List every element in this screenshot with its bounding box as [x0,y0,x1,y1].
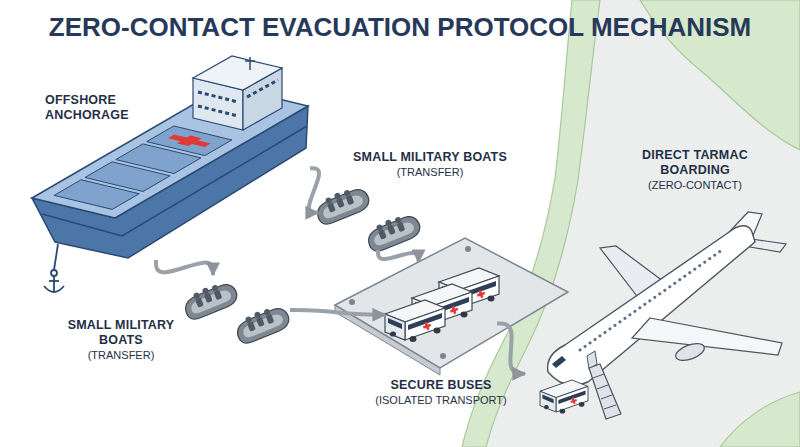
pier [440,353,446,359]
node-subheading: (TRANSFER) [62,349,180,362]
ship [247,80,278,97]
node-label: DIRECT TARMAC BOARDING(ZERO-CONTACT) [625,148,765,192]
transfer-arrow [156,260,213,275]
node-label: SMALL MILITARY BOATS(TRANSFER) [62,318,180,362]
aircraft [674,340,707,363]
pier [335,238,568,375]
aircraft [632,318,782,355]
transfer-arrow [309,168,319,213]
node-label: OFFSHORE ANCHORAGE [45,93,140,123]
anchor [51,270,57,276]
node-heading: SECURE BUSES [373,378,509,393]
transfer-arrow [378,250,419,262]
boats [312,183,372,227]
buses [385,300,445,342]
anchor [44,244,64,292]
aircraft [593,374,604,378]
aircraft-node: DIRECT TARMAC BOARDING(ZERO-CONTACT) [525,205,785,430]
node-heading: OFFSHORE ANCHORAGE [45,93,140,123]
node-subheading: (TRANSFER) [340,166,520,179]
ship [249,57,251,70]
ship [147,126,232,156]
ship [198,92,238,102]
transfer-arrow [290,310,385,315]
node-heading: DIRECT TARMAC BOARDING [625,148,765,178]
aircraft [589,364,621,419]
node-heading: SMALL MILITARY BOATS [62,318,180,348]
anchor [53,276,55,292]
ship [245,60,255,62]
ship [168,135,211,147]
anchor [49,280,59,282]
node-label: SECURE BUSES(ISOLATED TRANSPORT) [373,378,509,407]
transfer-arrow [497,324,525,374]
boat-group: SMALL MILITARY BOATS(TRANSFER) [318,188,418,250]
aircraft [601,395,612,399]
node-heading: SMALL MILITARY BOATS [340,150,520,165]
land [478,0,800,447]
pier [349,299,355,305]
boats [363,210,423,254]
ship [32,56,308,258]
ship [54,126,232,209]
boats [180,278,240,322]
aircraft [540,212,786,419]
aircraft [597,385,608,389]
aircraft [604,405,616,409]
node-label: SMALL MILITARY BOATS(TRANSFER) [340,150,520,179]
anchor [54,244,58,270]
ship [198,106,238,116]
buses [385,268,499,342]
anchor [44,286,64,292]
boat-group: SMALL MILITARY BOATS(TRANSFER) [180,275,290,345]
land [462,0,800,447]
pier [335,238,568,368]
node-subheading: (ZERO-CONTACT) [625,179,765,192]
boats [232,302,292,346]
aircraft [548,226,755,386]
ship-node: OFFSHORE ANCHORAGE [30,56,310,260]
land [720,392,800,447]
aircraft [552,356,566,368]
node-subheading: (ISOLATED TRANSPORT) [373,394,509,407]
aircraft [540,380,588,414]
diagram-title: ZERO-CONTACT EVACUATION PROTOCOL MECHANI… [49,12,751,43]
bus-group: SECURE BUSES(ISOLATED TRANSPORT) [385,262,497,350]
pier [465,246,471,252]
